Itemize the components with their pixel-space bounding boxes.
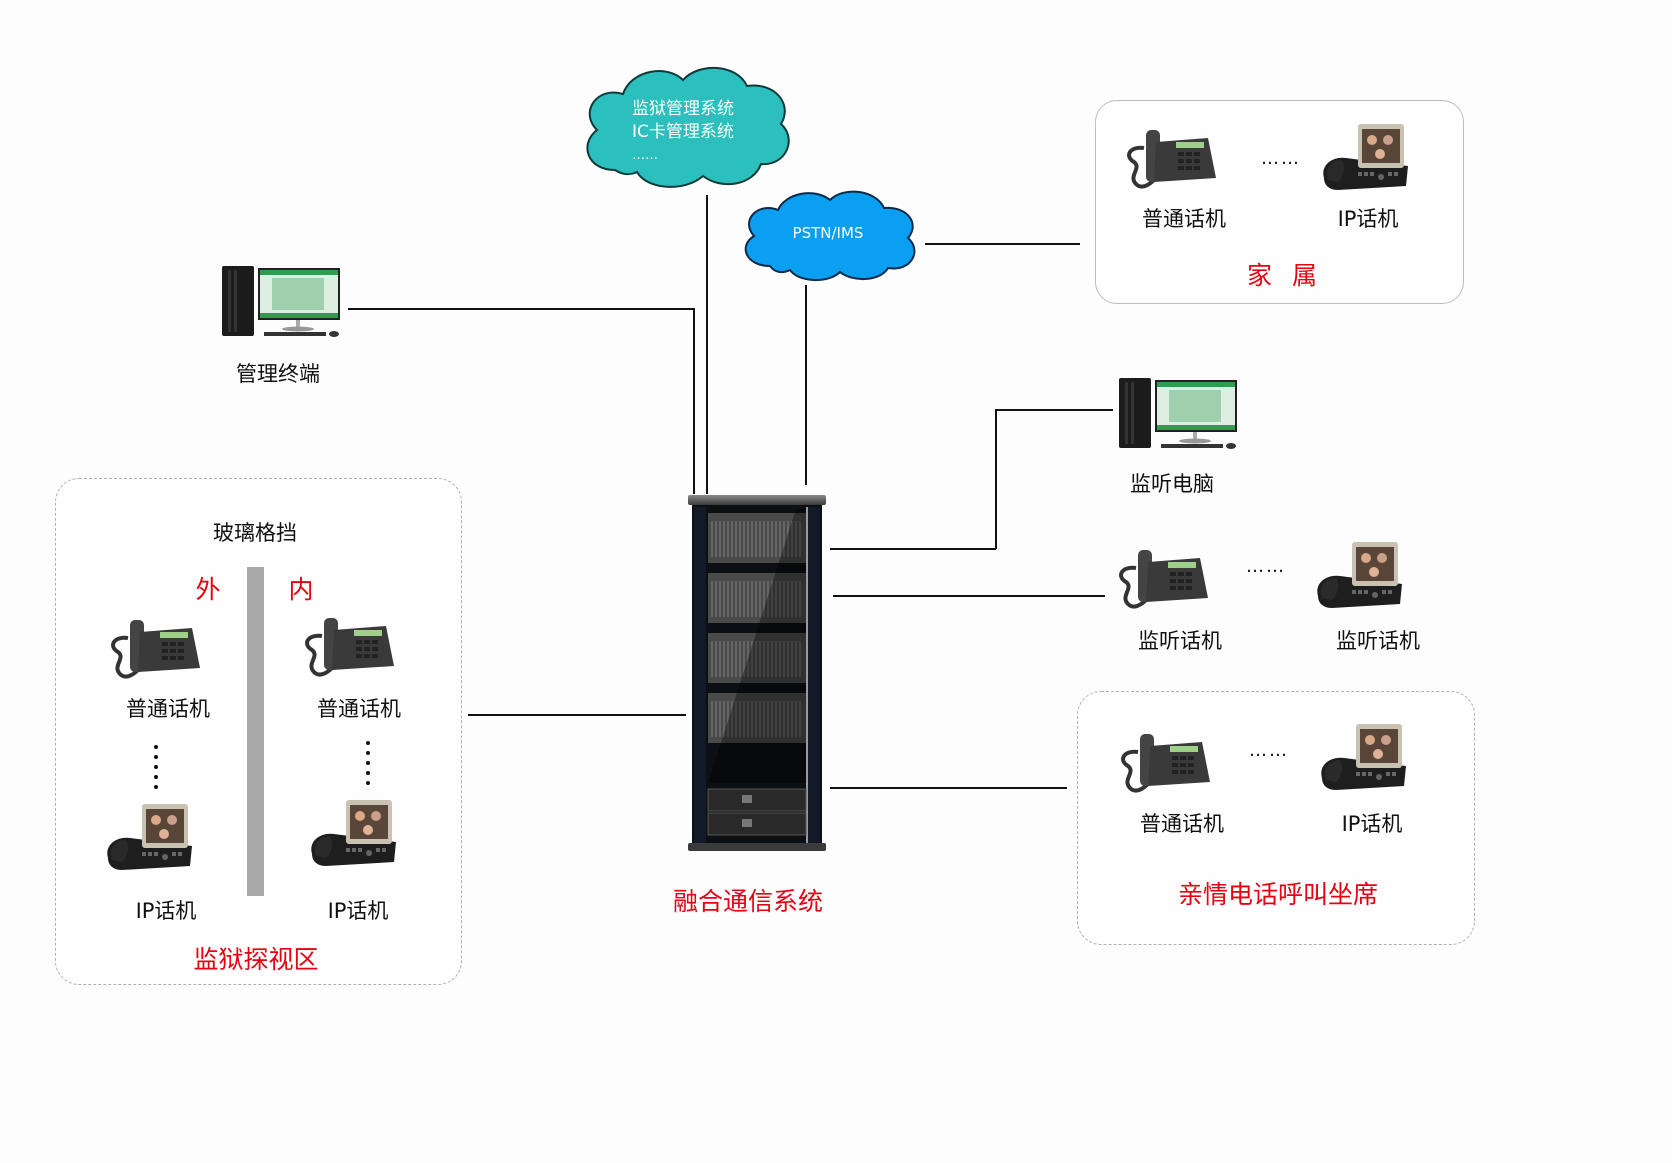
management-systems-text: 监狱管理系统 IC卡管理系统 …… [632, 98, 734, 167]
family-ip-phone[interactable] [1318, 120, 1414, 196]
ip-video-phone-icon [107, 804, 192, 870]
monitor-ip-phone[interactable] [1312, 538, 1408, 614]
line-terminal-to-core-h [348, 308, 694, 310]
management-terminal-label: 管理终端 [236, 362, 320, 386]
analog-phone-icon [111, 620, 200, 679]
cloud-line-prison-system: 监狱管理系统 [632, 99, 734, 119]
line-pstn-to-core [805, 285, 807, 485]
visit-inside-vertical-ellipsis [366, 741, 370, 791]
line-terminal-to-core-v [693, 308, 695, 494]
desktop-computer-icon [1119, 378, 1237, 449]
analog-phone-icon [1119, 550, 1208, 609]
desktop-computer-icon [222, 266, 340, 337]
glass-partition-label: 玻璃格挡 [213, 521, 297, 545]
cloud-line-ic-card-system: IC卡管理系统 [632, 122, 734, 142]
line-core-to-monitor-pc-h2 [995, 409, 1113, 411]
visit-outside-analog-label: 普通话机 [126, 697, 210, 721]
call-seat-analog-phone-label: 普通话机 [1140, 812, 1224, 836]
server-rack-icon [688, 495, 826, 851]
visit-outside-ip-phone[interactable] [102, 800, 198, 876]
analog-phone-icon [305, 618, 394, 677]
cloud-line-ellipsis: …… [632, 148, 658, 163]
ip-video-phone-icon [1321, 724, 1406, 790]
management-terminal[interactable] [220, 262, 342, 340]
glass-partition [247, 567, 264, 896]
visit-outside-vertical-ellipsis [154, 745, 158, 795]
outside-label: 外 [195, 575, 221, 604]
ip-video-phone-icon [311, 800, 396, 866]
ip-video-phone-icon [1317, 542, 1402, 608]
visit-outside-analog-phone[interactable] [104, 612, 204, 684]
cloud-icon [586, 67, 790, 188]
call-seat-group [1077, 691, 1475, 945]
monitor-analog-phone-label: 监听话机 [1138, 629, 1222, 653]
visit-inside-analog-label: 普通话机 [317, 697, 401, 721]
management-systems-cloud: 监狱管理系统 IC卡管理系统 …… [575, 58, 797, 193]
ip-video-phone-icon [1323, 124, 1408, 190]
line-core-to-call-seat [830, 787, 1067, 789]
line-core-to-monitor-phones [833, 595, 1105, 597]
monitor-ellipsis: …… [1246, 556, 1286, 577]
visit-inside-ip-label: IP话机 [327, 899, 389, 923]
analog-phone-icon [1121, 734, 1210, 793]
visit-outside-ip-label: IP话机 [135, 899, 197, 923]
call-seat-ip-phone[interactable] [1316, 720, 1412, 796]
family-ellipsis: …… [1261, 148, 1301, 169]
inside-label: 内 [288, 575, 314, 604]
pstn-ims-label: PSTN/IMS [792, 224, 864, 242]
call-seat-ip-phone-label: IP话机 [1341, 812, 1403, 836]
monitor-analog-phone[interactable] [1112, 542, 1212, 614]
core-system-rack[interactable] [686, 493, 828, 853]
call-seat-group-title: 亲情电话呼叫坐席 [1177, 880, 1378, 909]
line-core-to-monitor-pc-h1 [830, 548, 996, 550]
line-core-to-monitor-pc-v [995, 409, 997, 549]
monitor-pc-label: 监听电脑 [1130, 472, 1214, 496]
analog-phone-icon [1127, 130, 1216, 189]
cloud-icon [744, 190, 916, 281]
core-system-label: 融合通信系统 [672, 887, 823, 916]
line-mgmt-cloud-to-core [706, 195, 708, 494]
line-visit-area-to-core [468, 714, 686, 716]
visit-inside-ip-phone[interactable] [306, 796, 402, 872]
family-ip-phone-label: IP话机 [1337, 207, 1399, 231]
family-group-title: 家 属 [1247, 261, 1323, 290]
call-seat-ellipsis: …… [1249, 740, 1289, 761]
call-seat-analog-phone[interactable] [1114, 726, 1214, 798]
visit-inside-analog-phone[interactable] [298, 610, 398, 682]
family-analog-phone[interactable] [1120, 122, 1220, 194]
line-pstn-to-family [925, 243, 1080, 245]
pstn-ims-cloud: PSTN/IMS [736, 184, 920, 282]
monitor-pc[interactable] [1117, 374, 1239, 452]
family-analog-phone-label: 普通话机 [1142, 207, 1226, 231]
visit-area-title: 监狱探视区 [193, 945, 319, 974]
monitor-ip-phone-label: 监听话机 [1336, 629, 1420, 653]
